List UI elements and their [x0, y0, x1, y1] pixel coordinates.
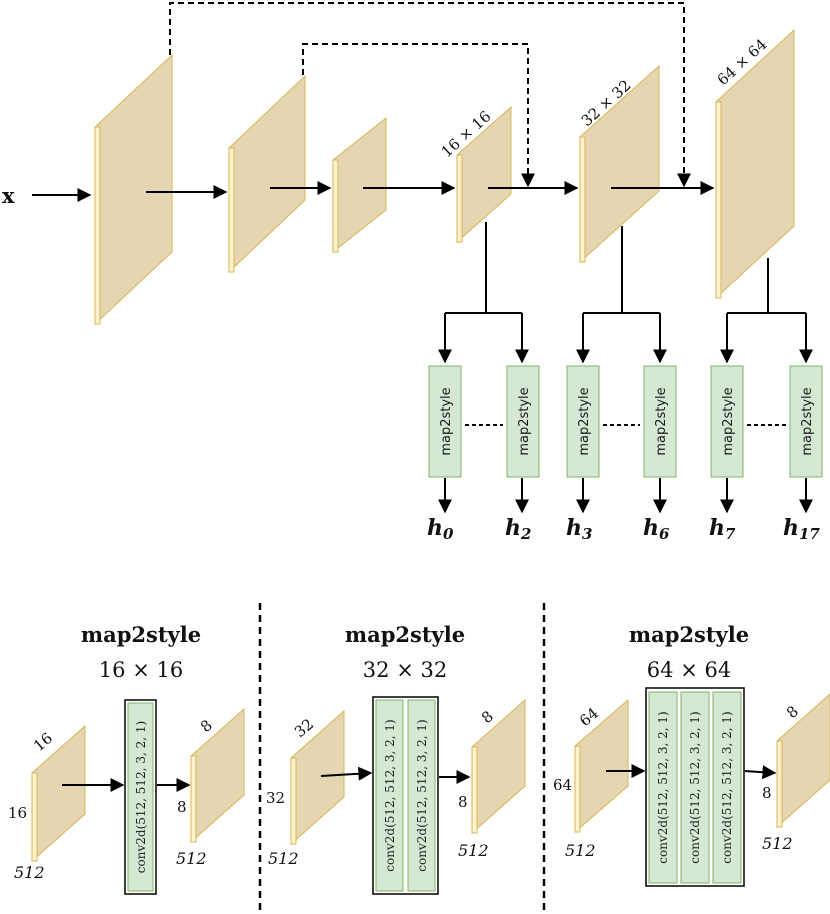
conv-layer: conv2d(512, 512, 3, 2, 1)	[712, 691, 742, 884]
input-top-dim: 32	[291, 715, 317, 741]
map2style-block-h0: map2style	[428, 365, 462, 478]
map2style-label: map2style	[721, 387, 736, 455]
panel-title: map2style	[629, 622, 749, 647]
output-map	[471, 698, 526, 835]
output-left-dim: 8	[177, 798, 187, 816]
panel-size: 32 × 32	[363, 658, 447, 682]
feature-map-32	[579, 64, 660, 264]
output-depth-dim: 512	[458, 841, 489, 860]
branch-32	[576, 226, 667, 364]
feature-map-16	[456, 105, 512, 244]
input-depth-dim: 512	[268, 849, 299, 868]
panel-title: map2style	[81, 622, 201, 647]
feature-map-64	[715, 28, 795, 300]
input-top-dim: 16	[30, 729, 56, 755]
encoder-diagram: x 16 × 16 32 × 32 64 × 64	[2, 2, 823, 543]
map2style-block-h6: map2style	[643, 365, 677, 478]
branch-64	[720, 258, 813, 364]
conv-layer: conv2d(512, 512, 3, 2, 1)	[127, 702, 154, 892]
output-h17: h17	[783, 515, 820, 543]
conv-label: conv2d(512, 512, 3, 2, 1)	[720, 711, 734, 863]
conv-layer: conv2d(512, 512, 3, 2, 1)	[680, 691, 710, 884]
input-left-dim: 64	[553, 776, 572, 794]
map2style-label: map2style	[800, 387, 815, 455]
output-depth-dim: 512	[762, 834, 793, 853]
map2style-label: map2style	[439, 387, 454, 455]
arrow-out	[744, 765, 777, 780]
branch-16	[438, 222, 529, 364]
feature-map-1	[94, 53, 173, 326]
conv-layer: conv2d(512, 512, 3, 2, 1)	[375, 699, 404, 892]
output-left-dim: 8	[762, 784, 772, 802]
input-label: x	[2, 183, 15, 208]
output-map	[190, 707, 245, 844]
conv-layer: conv2d(512, 512, 3, 2, 1)	[648, 691, 678, 884]
map2style-block-h2: map2style	[506, 365, 540, 478]
output-h0: h0	[427, 515, 454, 543]
input-left-dim: 16	[8, 804, 27, 822]
output-map	[776, 693, 830, 829]
output-top-dim: 8	[478, 707, 497, 727]
output-h7: h7	[709, 515, 736, 543]
conv-label: conv2d(512, 512, 3, 2, 1)	[134, 721, 148, 873]
skip-connection-short	[302, 43, 535, 188]
map2style-block-h3: map2style	[566, 365, 600, 478]
conv-label: conv2d(512, 512, 3, 2, 1)	[383, 719, 397, 871]
output-h2: h2	[505, 515, 531, 543]
output-left-dim: 8	[458, 793, 468, 811]
conv-layer: conv2d(512, 512, 3, 2, 1)	[407, 699, 436, 892]
panel-size: 64 × 64	[647, 658, 731, 682]
input-map	[574, 698, 629, 834]
conv-label: conv2d(512, 512, 3, 2, 1)	[688, 711, 702, 863]
map2style-block-h17: map2style	[789, 365, 823, 478]
input-depth-dim: 512	[565, 841, 596, 860]
conv-label: conv2d(512, 512, 3, 2, 1)	[415, 719, 429, 871]
output-top-dim: 8	[783, 702, 802, 722]
map2style-block-h7: map2style	[710, 365, 744, 478]
input-left-dim: 32	[266, 789, 285, 807]
map2style-label: map2style	[577, 387, 592, 455]
feature-map-2	[228, 74, 306, 274]
input-map	[290, 709, 345, 846]
input-depth-dim: 512	[14, 863, 45, 882]
map2style-label: map2style	[654, 387, 669, 455]
detail-panel-16: map2style 16 × 16 16 16 512 conv2d(512, …	[8, 622, 245, 895]
output-h6: h6	[643, 515, 670, 543]
panel-size: 16 × 16	[99, 658, 183, 682]
input-map	[31, 724, 86, 863]
conv-label: conv2d(512, 512, 3, 2, 1)	[656, 711, 670, 863]
panel-title: map2style	[345, 622, 465, 647]
output-h3: h3	[566, 515, 592, 543]
arrow-in	[320, 766, 373, 781]
detail-panel-32: map2style 32 × 32 32 32 512 conv2d(512, …	[266, 622, 526, 895]
detail-panel-64: map2style 64 × 64 64 64 512 conv2d(512, …	[553, 622, 830, 887]
skip-connection-long	[169, 2, 691, 188]
feature-map-3	[332, 116, 387, 254]
map2style-label: map2style	[517, 387, 532, 455]
output-depth-dim: 512	[176, 849, 207, 868]
output-top-dim: 8	[197, 716, 216, 736]
